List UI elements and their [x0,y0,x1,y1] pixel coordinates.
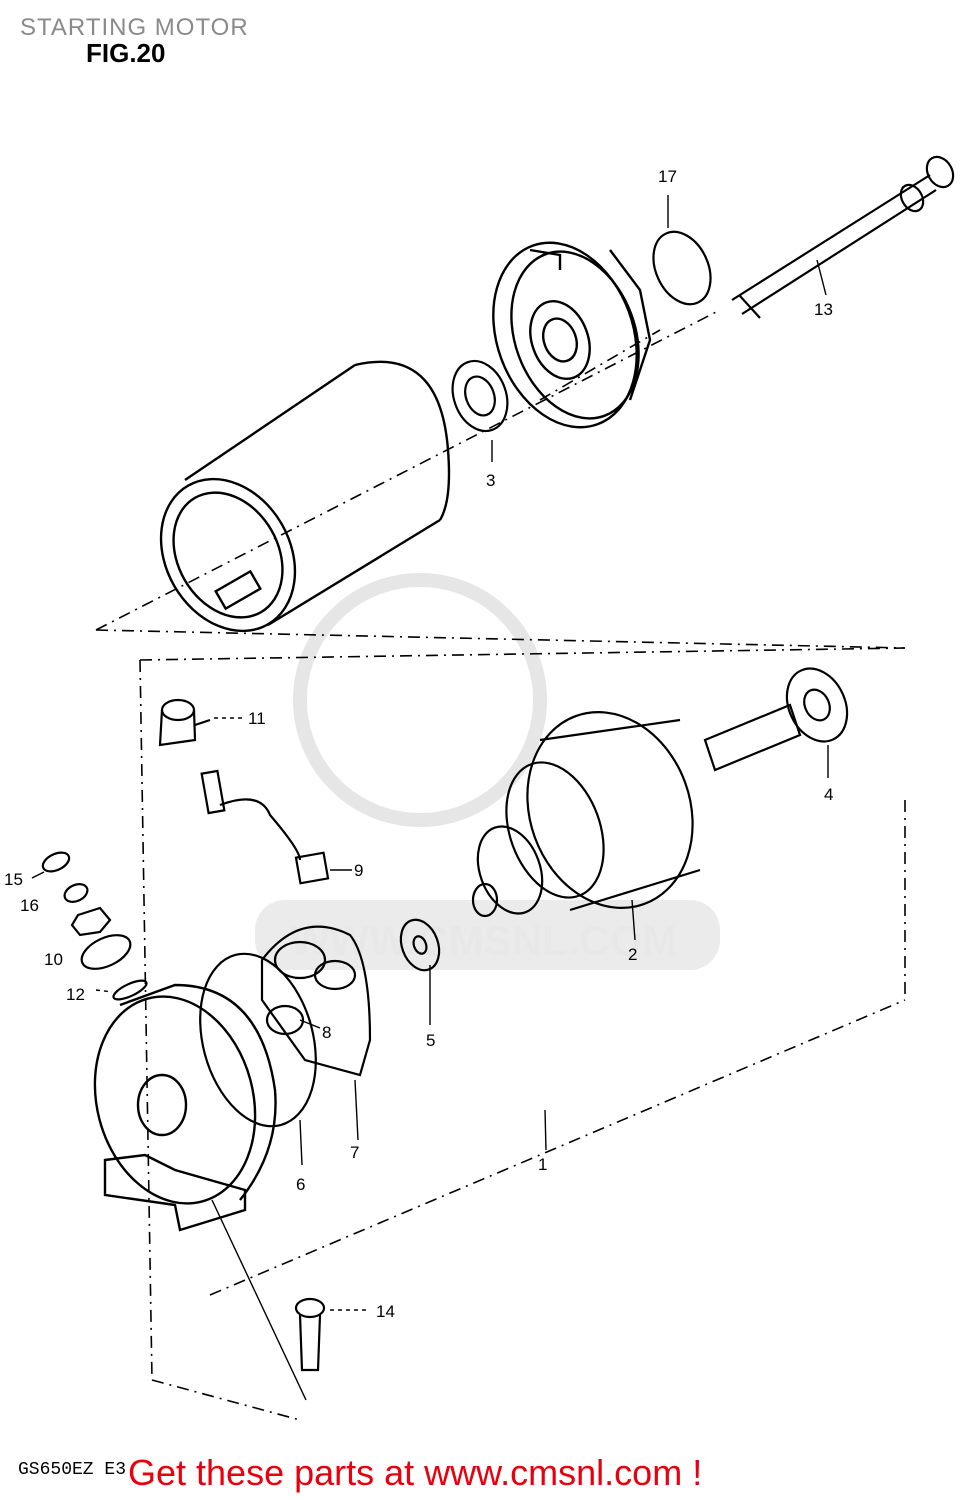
washer-part [785,667,849,743]
front-cover-part [93,983,277,1232]
yoke-housing-part [159,360,451,633]
page-title: STARTING MOTOR [20,14,249,41]
nut-washer-stack [41,851,148,1001]
callout-11: 11 [248,709,266,728]
callout-4: 4 [824,785,833,804]
callout-14: 14 [376,1302,395,1321]
watermark: WWW.CMSNL.COM [255,573,720,970]
large-o-ring-part [199,952,317,1128]
callout-16: 16 [20,896,39,915]
assembly-outline [95,309,906,1421]
screw-part [294,1297,326,1372]
callout-7: 7 [350,1143,359,1162]
callout-9: 9 [354,861,363,880]
callout-17: 17 [658,167,677,186]
brush-plate-part [260,925,372,1077]
armature-part [471,703,802,918]
callout-12: 12 [66,985,85,1004]
callout-8: 8 [322,1023,331,1042]
leader-lines [31,195,829,1401]
callout-1: 1 [538,1155,547,1174]
promo-link[interactable]: Get these parts at www.cmsnl.com ! [128,1452,703,1493]
callout-10: 10 [44,950,63,969]
small-washer-part [399,918,441,972]
callout-13: 13 [814,300,833,319]
model-code: GS650EZ E3 [18,1460,127,1480]
watermark-text: WWW.CMSNL.COM [290,917,677,964]
o-ring-part [652,230,712,306]
callout-3: 3 [486,471,495,490]
callout-5: 5 [426,1031,435,1050]
callout-6: 6 [296,1175,305,1194]
figure-label: FIG.20 [86,38,166,68]
bearing-part [451,359,509,433]
callout-2: 2 [628,945,637,964]
brush-part [200,769,330,885]
long-bolt-part [731,155,955,319]
end-cover-part [492,241,652,429]
callout-15: 15 [4,870,23,889]
terminal-part [158,698,211,747]
